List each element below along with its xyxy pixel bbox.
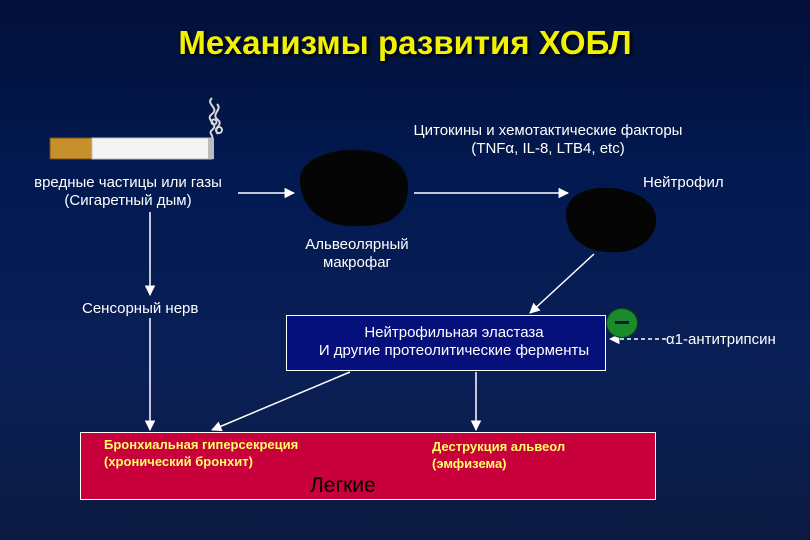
neutrophil-cell-icon (566, 188, 656, 253)
cigarette-icon (50, 138, 214, 159)
hypersecretion-label: Бронхиальная гиперсекреция (хронический … (104, 436, 298, 470)
particles-label: вредные частицы или газы (Сигаретный дым… (8, 174, 248, 210)
cytokines-label: Цитокины и хемотактические факторы (TNFα… (378, 122, 718, 158)
neutrophil-label: Нейтрофил (643, 174, 724, 192)
elastase-line2: И другие протеолитические ферменты (286, 342, 622, 360)
destruction-line2: (эмфизема) (432, 455, 565, 472)
inhibition-minus-icon (606, 308, 638, 338)
hypersecretion-line2: (хронический бронхит) (104, 453, 298, 470)
cytokines-line1: Цитокины и хемотактические факторы (378, 122, 718, 140)
hypersecretion-line1: Бронхиальная гиперсекреция (104, 436, 298, 453)
elastase-line1: Нейтрофильная эластаза (286, 324, 622, 342)
destruction-line1: Деструкция альвеол (432, 438, 565, 455)
sensory-nerve-label: Сенсорный нерв (82, 300, 198, 318)
lungs-label: Легкие (310, 474, 376, 498)
destruction-label: Деструкция альвеол (эмфизема) (432, 438, 565, 472)
antitrypsin-label: α1-антитрипсин (666, 331, 776, 349)
elastase-label: Нейтрофильная эластаза И другие протеоли… (286, 324, 622, 360)
particles-line2: (Сигаретный дым) (8, 192, 248, 210)
macrophage-label: Альвеолярный макрофаг (292, 236, 422, 272)
macrophage-cell-icon (300, 150, 408, 226)
cytokines-line2: (TNFα, IL-8, LTB4, etc) (378, 140, 718, 158)
macrophage-line2: макрофаг (292, 254, 422, 272)
macrophage-line1: Альвеолярный (292, 236, 422, 254)
smoke-icon (210, 98, 222, 138)
particles-line1: вредные частицы или газы (8, 174, 248, 192)
